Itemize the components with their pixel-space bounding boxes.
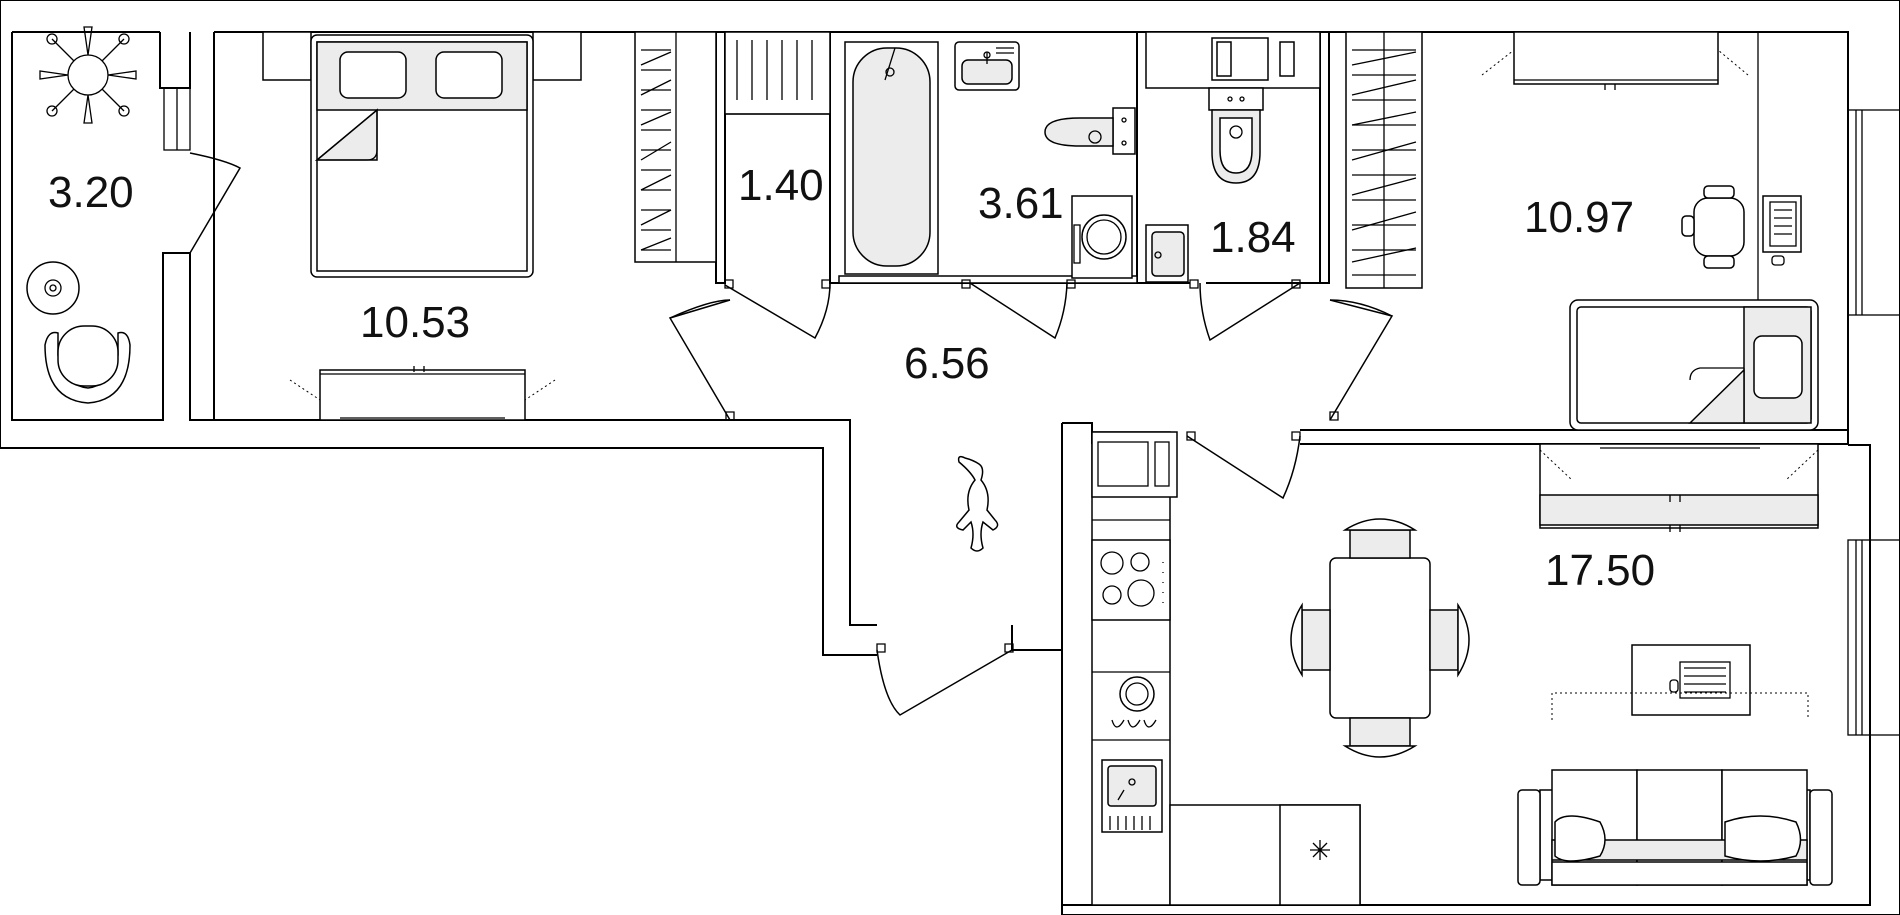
area-label-room: 10.97	[1524, 193, 1634, 242]
dining-table-icon	[1290, 518, 1470, 758]
window-icon	[1539, 443, 1819, 532]
bathroom	[838, 41, 1138, 284]
area-label-toilet: 1.84	[1210, 213, 1296, 262]
wardrobe-right	[1345, 31, 1423, 289]
window-icon	[1481, 31, 1749, 90]
balcony	[26, 26, 137, 404]
kitchen-living	[1091, 431, 1833, 906]
room	[1481, 31, 1819, 431]
toilet-icon	[1208, 87, 1264, 184]
wardrobe-left	[634, 31, 717, 263]
window-icon	[289, 366, 556, 421]
closet-shelves	[724, 31, 831, 115]
media-table-icon	[1631, 644, 1751, 716]
single-bed-icon	[1569, 299, 1819, 431]
area-labels: 3.20 10.53 1.40 3.61 1.84 6.56 10.97 17.…	[48, 161, 1655, 595]
chair-icon	[1290, 602, 1331, 678]
laptop-icon	[1669, 661, 1731, 699]
sofa-icon	[1517, 769, 1833, 886]
chair-icon	[1429, 602, 1470, 678]
desk-icon	[1757, 32, 1802, 300]
cooktop-icon	[1111, 676, 1157, 728]
sink-icon	[954, 41, 1020, 91]
area-label-closet: 1.40	[738, 161, 824, 210]
washing-machine-icon	[1071, 195, 1133, 279]
kitchen-sink-icon	[1101, 759, 1163, 833]
armchair-icon	[44, 325, 131, 404]
area-label-bedroom: 10.53	[360, 298, 470, 347]
area-label-hallway: 6.56	[904, 339, 990, 388]
area-label-bathroom: 3.61	[978, 179, 1064, 228]
dog-icon	[956, 455, 999, 552]
toilet-room	[1145, 31, 1321, 283]
office-chair-icon	[1681, 185, 1745, 269]
laptop-icon	[1762, 195, 1802, 266]
chair-icon	[1342, 717, 1418, 758]
area-label-kitchen-living: 17.50	[1545, 546, 1655, 595]
nightstand-icon	[262, 31, 312, 81]
area-label-balcony: 3.20	[48, 168, 134, 217]
nightstand-icon	[532, 31, 582, 81]
chair-icon	[1342, 518, 1418, 559]
stove-icon	[1091, 539, 1171, 621]
doors	[189, 152, 1394, 716]
double-bed-icon	[310, 34, 534, 278]
bedroom	[262, 31, 582, 421]
plant-icon	[39, 26, 137, 124]
sink-icon	[1145, 224, 1189, 283]
toilet-icon	[1044, 107, 1136, 155]
kitchen-counter	[1091, 431, 1361, 906]
bathtub-icon	[844, 41, 939, 275]
side-table-icon	[26, 261, 80, 315]
hallway	[956, 455, 999, 552]
